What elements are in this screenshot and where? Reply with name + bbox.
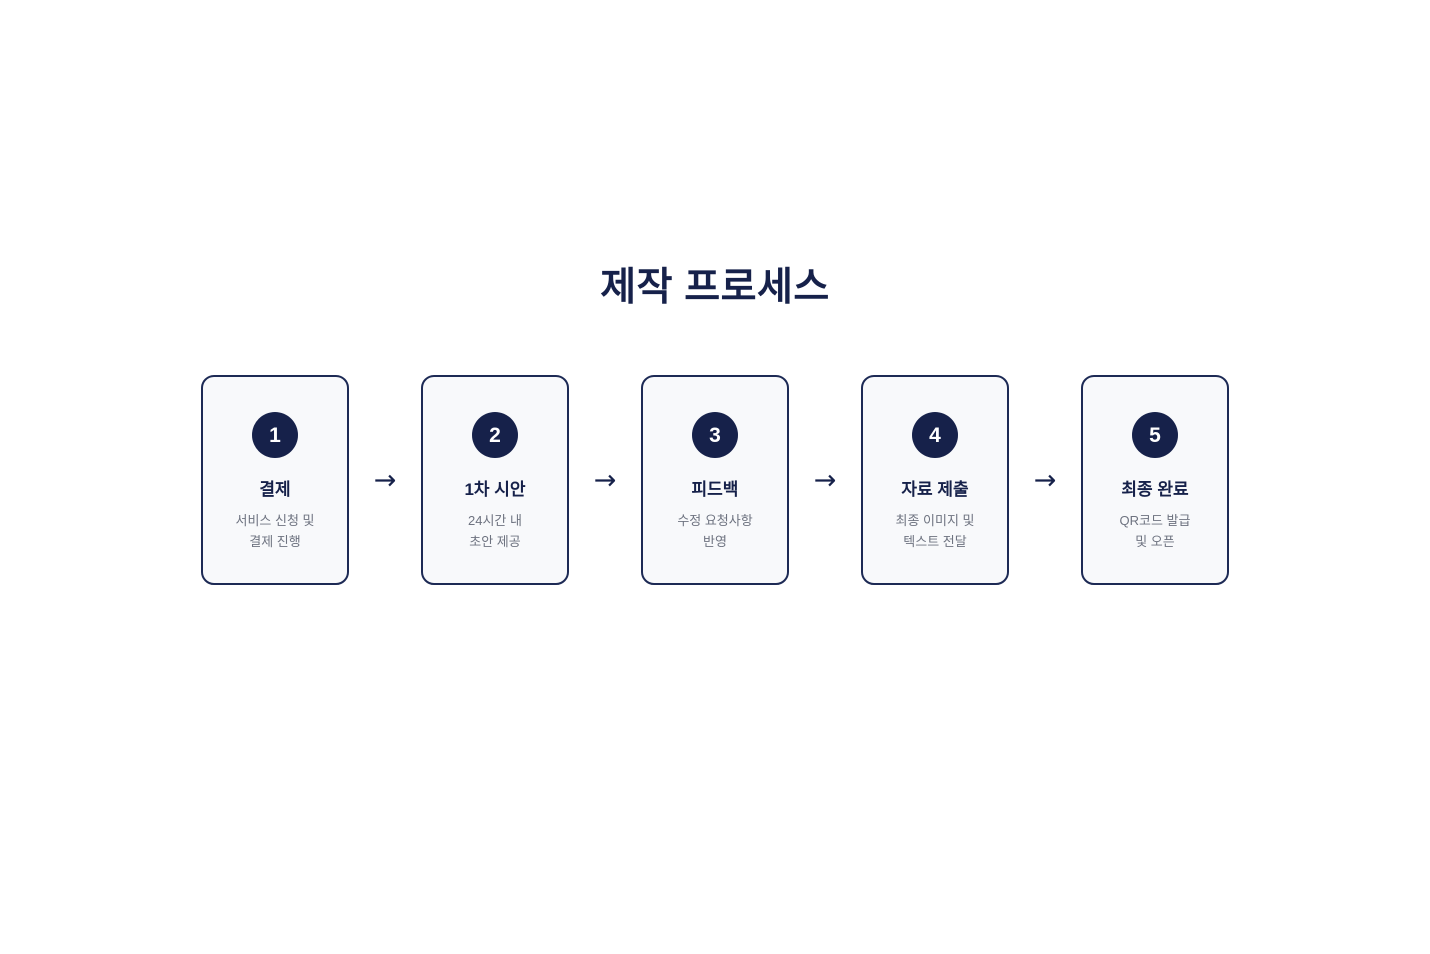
step-title-2: 1차 시안: [464, 480, 526, 499]
step-description-3: 수정 요청사항 반영: [677, 513, 753, 549]
step-description-1: 서비스 신청 및 결제 진행: [235, 513, 315, 549]
step-title-4: 자료 제출: [901, 480, 969, 499]
step-number-badge-2: 2: [472, 412, 518, 458]
step-number-badge-4: 4: [912, 412, 958, 458]
step-description-5: QR코드 발급 및 오픈: [1119, 513, 1191, 549]
step-number-badge-5: 5: [1132, 412, 1178, 458]
step-title-5: 최종 완료: [1121, 480, 1189, 499]
process-step-1[interactable]: 1 결제 서비스 신청 및 결제 진행: [201, 375, 349, 585]
process-step-5[interactable]: 5 최종 완료 QR코드 발급 및 오픈: [1081, 375, 1229, 585]
process-steps-row: 1 결제 서비스 신청 및 결제 진행 → 2 1차 시안 24시간 내 초안 …: [0, 375, 1430, 585]
step-description-4: 최종 이미지 및 텍스트 전달: [895, 513, 975, 549]
step-number-badge-1: 1: [252, 412, 298, 458]
process-step-3[interactable]: 3 피드백 수정 요청사항 반영: [641, 375, 789, 585]
arrow-right-icon: →: [593, 464, 617, 496]
arrow-right-icon: →: [1033, 464, 1057, 496]
arrow-right-icon: →: [813, 464, 837, 496]
step-number-badge-3: 3: [692, 412, 738, 458]
arrow-right-icon: →: [373, 464, 397, 496]
process-step-2[interactable]: 2 1차 시안 24시간 내 초안 제공: [421, 375, 569, 585]
step-title-1: 결제: [259, 480, 291, 499]
page-title: 제작 프로세스: [600, 266, 830, 309]
process-step-4[interactable]: 4 자료 제출 최종 이미지 및 텍스트 전달: [861, 375, 1009, 585]
step-description-2: 24시간 내 초안 제공: [468, 513, 522, 549]
step-title-3: 피드백: [691, 480, 739, 499]
